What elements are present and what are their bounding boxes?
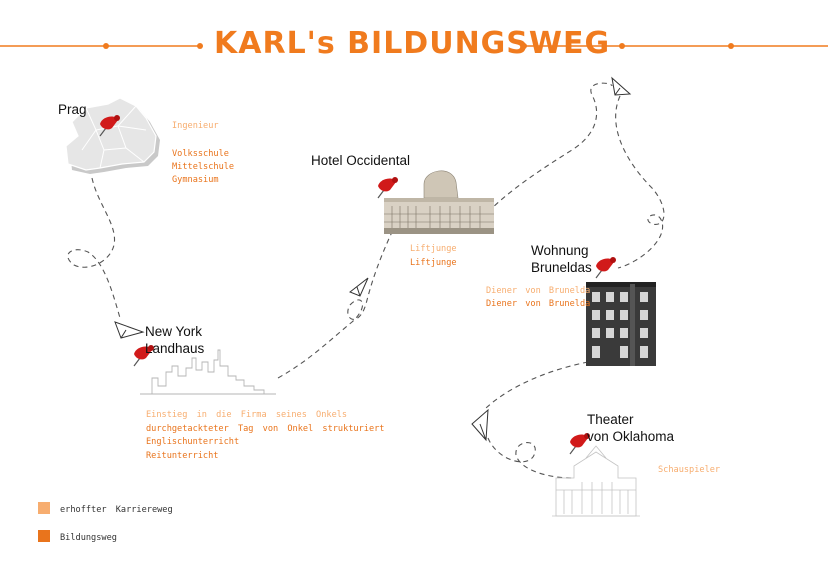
station-name-new-york: New York: [145, 324, 203, 339]
station-name-oklahoma: von Oklahoma: [587, 429, 675, 444]
hoped-career-brunelda: Diener von Brunelda: [486, 286, 591, 296]
pushpin-icon: [377, 177, 398, 199]
education-prag-1: Volksschule: [172, 149, 229, 159]
education-hotel: Liftjunge: [410, 258, 457, 268]
paper-plane-icon: [471, 408, 489, 442]
legend-label-actual: Bildungsweg: [60, 533, 117, 543]
pushpin-icon: [595, 257, 616, 279]
header-rule: [0, 43, 828, 49]
hotel-building-icon: [384, 170, 494, 234]
pushpin-icon: [133, 345, 154, 367]
education-new-york-3: Reitunterricht: [146, 451, 219, 461]
prague-map-icon: [65, 97, 160, 174]
hoped-career-hotel: Liftjunge: [410, 244, 457, 254]
legend-label-hoped: erhoffter Karriereweg: [60, 505, 173, 515]
education-prag-2: Mittelschule: [172, 162, 235, 172]
legend-swatch-actual: [38, 530, 50, 542]
hoped-career-new-york: Einstieg in die Firma seines Onkels: [146, 410, 348, 420]
apartment-building-icon: [586, 282, 656, 366]
legend-swatch-hoped: [38, 502, 50, 514]
hoped-career-theater: Schauspieler: [658, 465, 721, 475]
journey-path: [67, 82, 665, 479]
station-name-hotel: Hotel Occidental: [311, 153, 411, 168]
skyline-icon: [140, 349, 276, 395]
pushpin-icon: [99, 115, 120, 137]
station-name-prag: Prag: [58, 102, 87, 117]
education-new-york-2: Englischunterricht: [146, 437, 240, 447]
station-name-bruneldas: Bruneldas: [531, 260, 592, 275]
education-brunelda: Diener von Brunelda: [486, 299, 591, 309]
hoped-career-prag: Ingenieur: [172, 121, 219, 131]
station-name-theater: Theater: [587, 412, 634, 427]
paper-plane-icon: [349, 277, 369, 297]
station-name-landhaus: Landhaus: [145, 341, 205, 356]
pushpin-icon: [569, 433, 590, 455]
education-prag-3: Gymnasium: [172, 175, 219, 185]
page-title: KARL's BILDUNGSWEG: [214, 26, 611, 61]
paper-plane-icon: [611, 76, 632, 96]
paper-plane-icon: [114, 321, 145, 339]
theater-building-icon: [552, 445, 640, 517]
education-new-york-1: durchgetackteter Tag von Onkel strukturi…: [146, 424, 385, 434]
station-name-wohnung: Wohnung: [531, 243, 589, 258]
